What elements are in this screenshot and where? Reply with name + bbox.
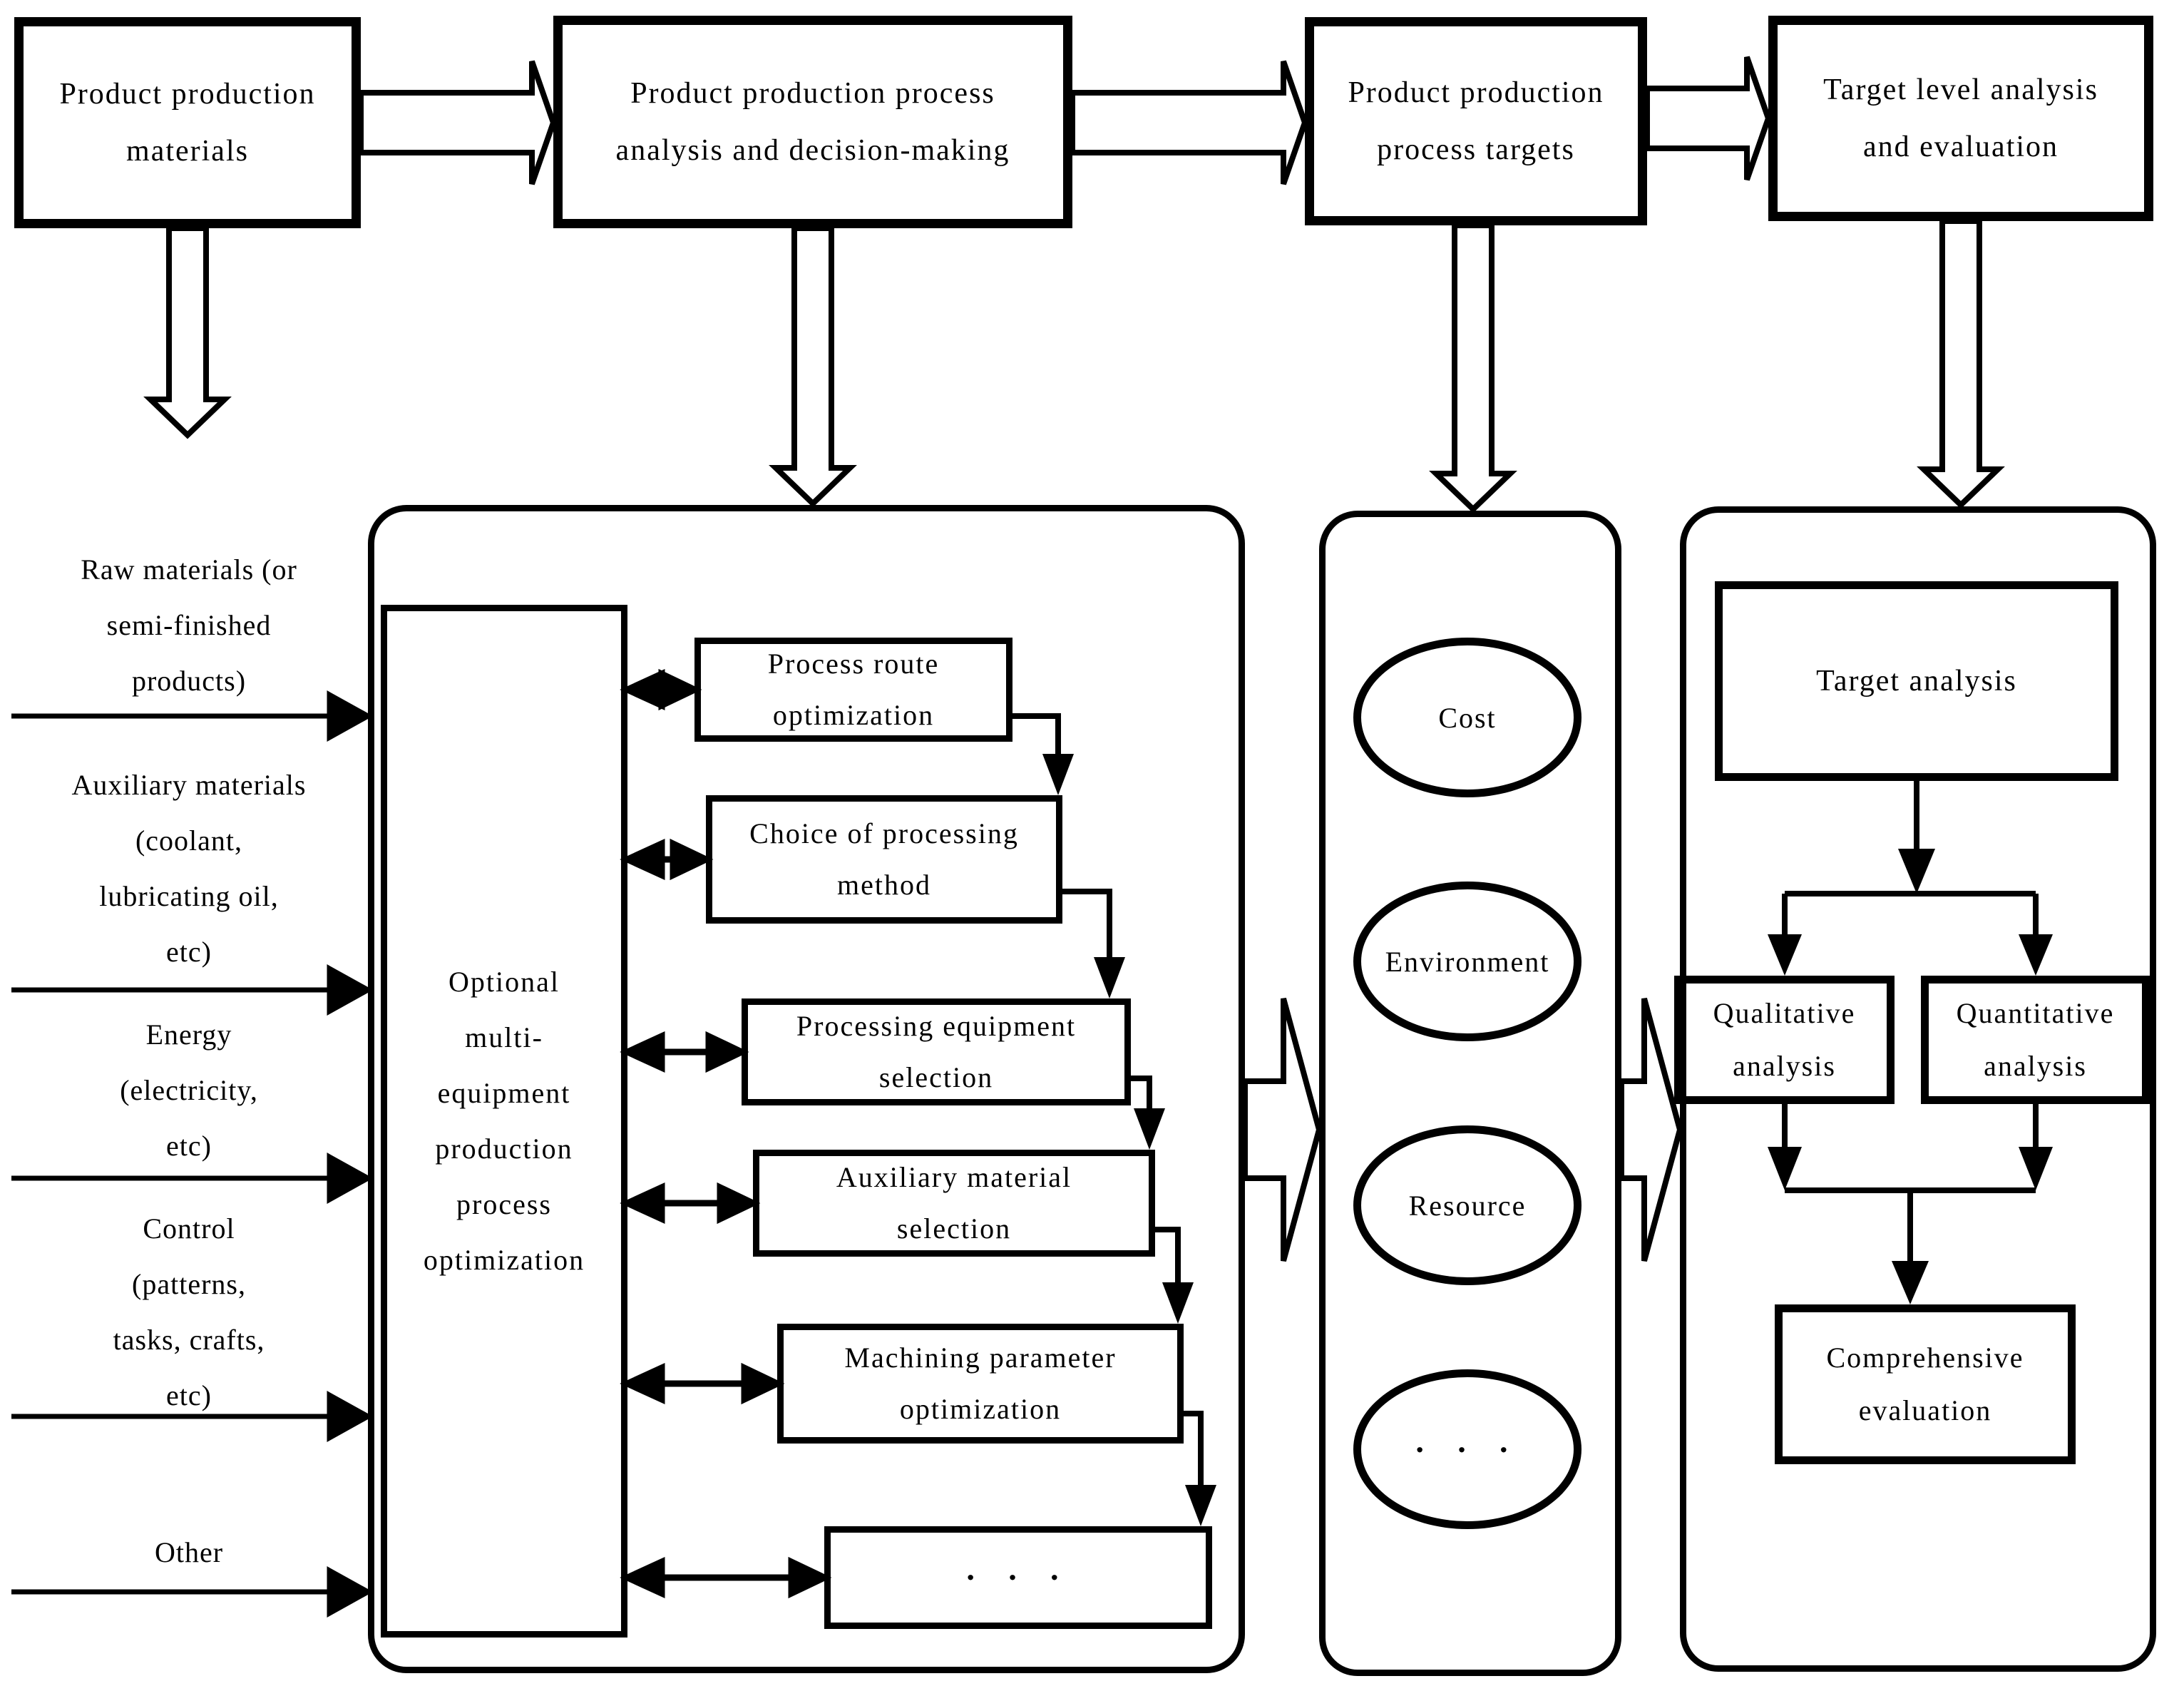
box-choice-of-processing-method: Choice of processing method — [706, 795, 1062, 924]
label-energy: Energy (electricity, etc) — [120, 1018, 258, 1162]
box-comprehensive-evaluation: Comprehensive evaluation — [1775, 1304, 2076, 1464]
label-auxiliary-materials: Auxiliary materials (coolant, lubricatin… — [71, 769, 307, 968]
box-processing-equipment-selection: Processing equipment selection — [742, 998, 1131, 1105]
arrow-targets-panel-to-evaluation-panel — [1619, 997, 1683, 1262]
box-quantitative-analysis: Quantitative analysis — [1921, 976, 2150, 1104]
label-control: Control (patterns, tasks, crafts, etc) — [113, 1212, 265, 1411]
arrow-optimization-panel-to-targets-panel — [1242, 997, 1323, 1262]
panel-process-optimization — [368, 505, 1245, 1673]
ellipse-more-targets: · · · — [1353, 1369, 1581, 1529]
arrow-targets-down — [1429, 223, 1517, 514]
arrow-analysis-to-targets — [1070, 60, 1308, 185]
arrow-evaluation-down — [1917, 218, 2005, 509]
box-process-route-optimization: Process route optimization — [694, 638, 1012, 742]
box-more-steps-ellipsis: · · · — [824, 1526, 1212, 1629]
box-process-targets: Product production process targets — [1305, 17, 1647, 225]
panel-target-evaluation — [1680, 506, 2156, 1672]
box-qualitative-analysis: Qualitative analysis — [1674, 976, 1895, 1104]
box-machining-parameter-optimization: Machining parameter optimization — [777, 1324, 1184, 1444]
ellipse-cost: Cost — [1353, 638, 1581, 797]
box-auxiliary-material-selection: Auxiliary material selection — [753, 1150, 1155, 1257]
box-product-production-materials: Product production materials — [14, 17, 361, 228]
label-raw-materials: Raw materials (or semi-finished products… — [81, 553, 297, 697]
panel-process-targets — [1319, 511, 1621, 1676]
label-other: Other — [154, 1536, 224, 1568]
arrow-analysis-down — [769, 225, 857, 508]
ellipse-environment: Environment — [1353, 882, 1581, 1041]
box-target-level-analysis-evaluation: Target level analysis and evaluation — [1768, 16, 2153, 221]
ellipse-resource: Resource — [1353, 1125, 1581, 1285]
arrow-materials-down — [143, 225, 232, 439]
arrow-materials-to-analysis — [358, 60, 557, 185]
arrow-targets-to-evaluation — [1644, 56, 1772, 181]
box-target-analysis: Target analysis — [1715, 581, 2118, 781]
box-optional-multi-equipment-optimization: Optional multi- equipment production pro… — [381, 605, 627, 1638]
box-process-analysis-decision-making: Product production process analysis and … — [553, 16, 1072, 228]
